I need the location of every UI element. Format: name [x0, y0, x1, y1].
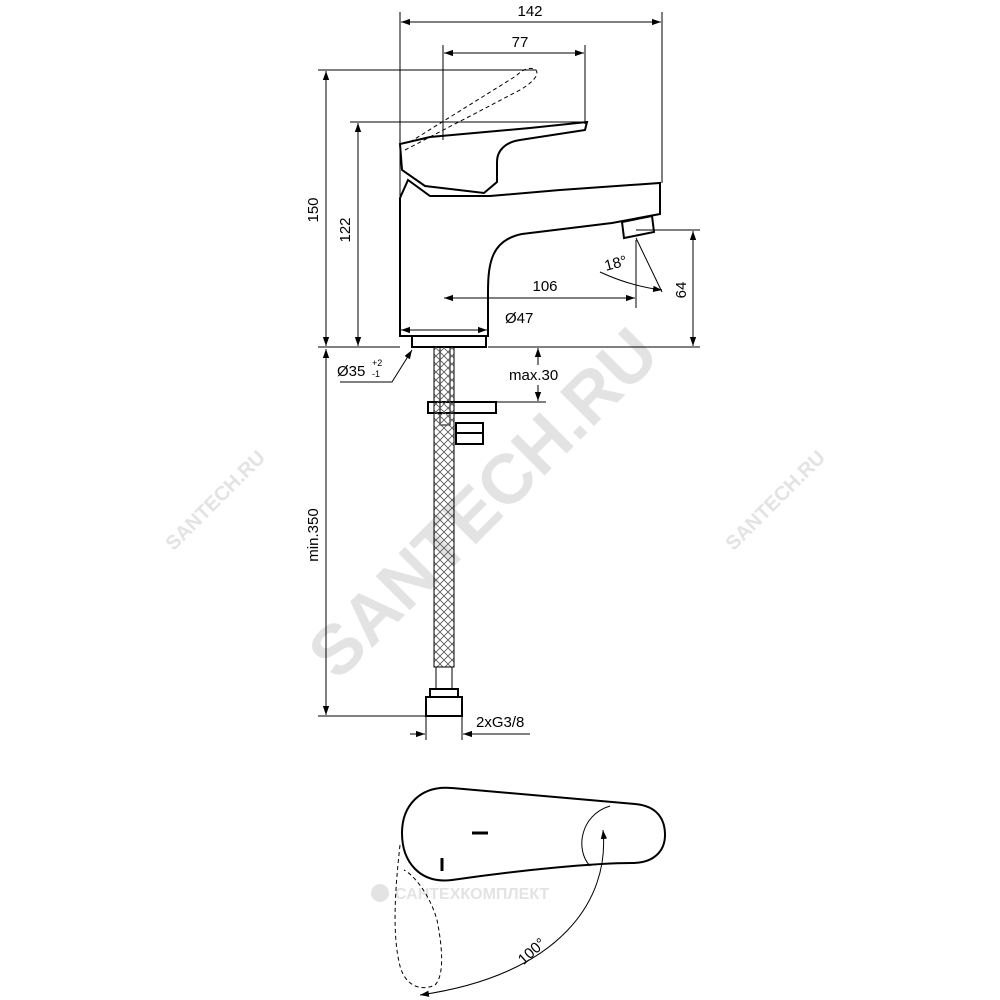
faucet-body — [399, 178, 661, 337]
dimension-lines — [318, 12, 700, 740]
watermark-left: SANTECH.RU — [162, 447, 270, 555]
lever-tip-curve — [581, 805, 611, 867]
label-spout-reach: 106 — [532, 278, 557, 295]
leader-d35 — [340, 349, 413, 383]
label-hole-diameter: Ø35 — [337, 363, 365, 380]
dim-arc-18 — [599, 271, 663, 293]
spout-aerator — [620, 214, 656, 240]
label-hole-tol-minus: -1 — [372, 369, 380, 379]
lever-handle — [398, 120, 589, 195]
brand-logo-icon — [371, 884, 389, 902]
mounting-plate — [427, 401, 497, 414]
label-body-height: 122 — [337, 217, 354, 242]
dimension-labels: 142 77 150 122 106 Ø47 64 18° Ø35 +2 -1 … — [305, 3, 690, 731]
label-connection: 2xG3/8 — [476, 714, 524, 731]
hose-neck — [435, 666, 453, 690]
watermark-right: SANTECH.RU — [722, 447, 830, 555]
label-base-diameter: Ø47 — [505, 310, 533, 327]
faucet-side-view — [398, 67, 661, 717]
brand-logo: САНТЕХКОМПЛЕКТ — [371, 884, 549, 903]
label-hose-length: min.350 — [305, 508, 322, 561]
label-spout-height: 64 — [673, 282, 690, 299]
label-max-deck: max.30 — [509, 367, 558, 384]
hose-connector — [425, 688, 463, 717]
label-lever-rotation: 100° — [515, 935, 549, 968]
flexible-hose — [433, 346, 455, 668]
label-total-width: 142 — [517, 3, 542, 20]
label-hole-tol-plus: +2 — [372, 358, 382, 368]
lever-rotated-outline — [394, 844, 443, 989]
rotation-arc — [419, 829, 608, 997]
brand-watermark: САНТЕХКОМПЛЕКТ — [395, 886, 549, 903]
label-spout-angle: 18° — [603, 253, 629, 275]
base-gasket — [411, 335, 487, 348]
label-total-height: 150 — [305, 197, 322, 222]
mounting-nut — [455, 422, 484, 445]
label-lever-reach: 77 — [512, 34, 529, 51]
